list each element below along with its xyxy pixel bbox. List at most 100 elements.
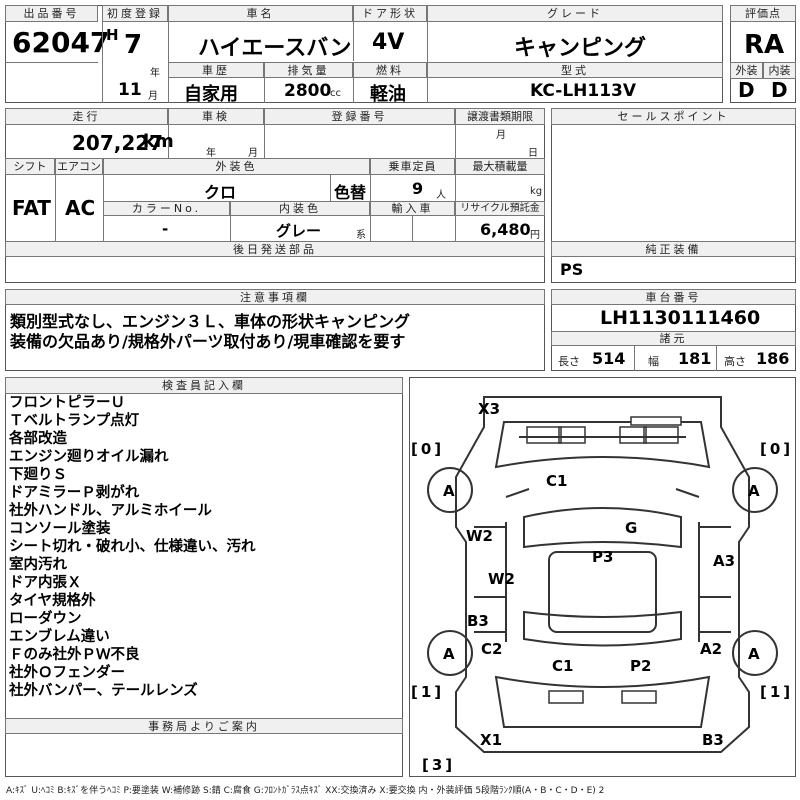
recycle-value: 6,480 bbox=[480, 220, 531, 239]
inspector-item: 室内汚れ bbox=[9, 557, 67, 573]
recycle-label: リサイクル預託金 bbox=[455, 201, 545, 216]
displacement-value: 2800 bbox=[284, 81, 332, 101]
transfer-month-unit: 月 bbox=[496, 130, 506, 141]
mark-c2: C2 bbox=[481, 640, 503, 658]
ext-color-value: クロ bbox=[204, 183, 237, 202]
car-diagram bbox=[427, 396, 778, 753]
history-value: 自家用 bbox=[184, 84, 238, 105]
import-label: 輸入車 bbox=[370, 201, 455, 216]
tire-fr-mark: A bbox=[748, 482, 760, 500]
inspector-item: Ｆのみ社外ＰＷ不良 bbox=[9, 647, 140, 663]
mark-g: G bbox=[625, 519, 638, 537]
inspector-item: 社外ハンドル、アルミホイール bbox=[9, 503, 212, 519]
inspector-item: コンソール塗装 bbox=[9, 521, 111, 537]
notes-label: 注意事項欄 bbox=[5, 289, 545, 305]
genuine-label: 純正装備 bbox=[551, 241, 796, 257]
month-unit: 月 bbox=[148, 91, 158, 102]
inspector-item: 社外Ｏフェンダー bbox=[9, 665, 125, 681]
length-label: 長さ bbox=[558, 355, 580, 368]
car-name-label: 車名 bbox=[168, 5, 353, 22]
mark-c1-bottom: C1 bbox=[552, 657, 574, 675]
notes-line-2: 装備の欠品あり/規格外パーツ取付あり/現車確認を要す bbox=[10, 332, 406, 351]
score-value: RA bbox=[744, 30, 785, 60]
mark-b3-left: B3 bbox=[467, 612, 489, 630]
chassis-label: 車台番号 bbox=[551, 289, 796, 305]
int-color-unit: 系 bbox=[356, 230, 366, 241]
history-label: 車歴 bbox=[168, 62, 264, 78]
sales-point-label: セールスポイント bbox=[551, 108, 796, 125]
later-parts-label: 後日発送部品 bbox=[5, 241, 545, 257]
int-color-label: 内装色 bbox=[230, 201, 370, 216]
width-value: 181 bbox=[678, 349, 712, 368]
first-reg-label: 初度登録 bbox=[102, 5, 168, 22]
inspector-item: Ｔベルトランプ点灯 bbox=[9, 413, 140, 429]
mark-a2: A2 bbox=[700, 640, 723, 658]
int-color-value: グレー bbox=[276, 222, 322, 240]
genuine-value: PS bbox=[560, 260, 584, 279]
chassis-value: LH1130111460 bbox=[600, 307, 761, 329]
height-value: 186 bbox=[756, 349, 790, 368]
inspector-item: フロントピラーＵ bbox=[9, 395, 125, 411]
exterior-label: 外装 bbox=[730, 62, 763, 79]
mileage-unit: km bbox=[143, 131, 174, 152]
bracket-bottom-left: [1] bbox=[411, 683, 445, 701]
inspector-item: シート切れ・破れ小、仕様違い、汚れ bbox=[9, 539, 256, 555]
mark-p2: P2 bbox=[630, 657, 652, 675]
inspector-item: ドアミラーＰ剥がれ bbox=[9, 485, 140, 501]
inspector-item: 社外バンパー、テールレンズ bbox=[9, 683, 198, 699]
bracket-bottom-right: [1] bbox=[760, 683, 794, 701]
fuel-label: 燃料 bbox=[353, 62, 427, 78]
mark-a3: A3 bbox=[713, 552, 736, 570]
grade-label: グレード bbox=[427, 5, 723, 22]
inspector-label: 検査員記入欄 bbox=[5, 377, 403, 394]
year-unit: 年 bbox=[150, 68, 160, 79]
capacity-unit: 人 bbox=[436, 190, 446, 201]
aircon-value: AC bbox=[65, 196, 96, 220]
color-change: 色替 bbox=[334, 183, 367, 202]
shift-label: シフト bbox=[5, 158, 55, 175]
reg-no-label: 登録番号 bbox=[264, 108, 455, 125]
fuel-value: 軽油 bbox=[370, 84, 406, 105]
first-reg-month: 11 bbox=[118, 80, 142, 100]
era: H bbox=[106, 26, 119, 44]
transfer-label: 譲渡書類期限 bbox=[455, 108, 545, 125]
model-value: KC-LH113V bbox=[530, 81, 637, 101]
exterior-value: D bbox=[738, 78, 755, 102]
color-no-value: - bbox=[162, 220, 169, 238]
notes-line-1: 類別型式なし、エンジン３Ｌ、車体の形状キャンピング bbox=[10, 312, 411, 331]
tire-rl-mark: A bbox=[443, 645, 455, 663]
inspector-item: エンジン廻りオイル漏れ bbox=[9, 449, 169, 465]
spec-label: 諸元 bbox=[551, 331, 796, 346]
lot-no: 62047 bbox=[12, 26, 110, 59]
tire-rr-mark: A bbox=[748, 645, 760, 663]
interior-value: D bbox=[771, 78, 788, 102]
ext-color-label: 外装色 bbox=[103, 158, 370, 175]
capacity-value: 9 bbox=[412, 179, 424, 198]
first-reg-year: 7 bbox=[124, 30, 143, 60]
width-label: 幅 bbox=[648, 355, 659, 368]
mark-c1-top: C1 bbox=[546, 472, 568, 490]
recycle-unit: 円 bbox=[530, 230, 540, 241]
mark-x1: X1 bbox=[480, 731, 503, 749]
inspector-list: フロントピラーＵ Ｔベルトランプ点灯 各部改造 エンジン廻りオイル漏れ 下廻りＳ… bbox=[9, 394, 256, 700]
aircon-label: エアコン bbox=[55, 158, 103, 175]
grade-value: キャンピング bbox=[514, 36, 647, 61]
mark-w2-left: W2 bbox=[466, 527, 493, 545]
max-load-label: 最大積載量 bbox=[455, 158, 545, 175]
tire-fl-mark: A bbox=[443, 482, 455, 500]
bracket-bottom-center: [3] bbox=[422, 756, 456, 774]
door-value: 4V bbox=[372, 30, 405, 55]
inspector-item: 各部改造 bbox=[9, 431, 67, 447]
height-label: 高さ bbox=[724, 355, 746, 368]
interior-label: 内装 bbox=[763, 62, 796, 79]
length-value: 514 bbox=[592, 349, 626, 368]
inspection-year-unit: 年 bbox=[206, 148, 216, 159]
car-name: ハイエースバン bbox=[198, 36, 352, 61]
inspector-item: タイヤ規格外 bbox=[9, 593, 96, 609]
legend: A:ｷｽﾞ U:ﾍｺﾐ B:ｷｽﾞを伴うﾍｺﾐ P:要塗装 W:補修跡 S:錆 … bbox=[6, 786, 605, 796]
mark-w2-mid: W2 bbox=[488, 570, 515, 588]
inspector-item: 下廻りＳ bbox=[9, 467, 67, 483]
score-label: 評価点 bbox=[730, 5, 796, 22]
bracket-top-right: [0] bbox=[760, 440, 794, 458]
inspector-item: ドア内張Ｘ bbox=[9, 575, 82, 591]
